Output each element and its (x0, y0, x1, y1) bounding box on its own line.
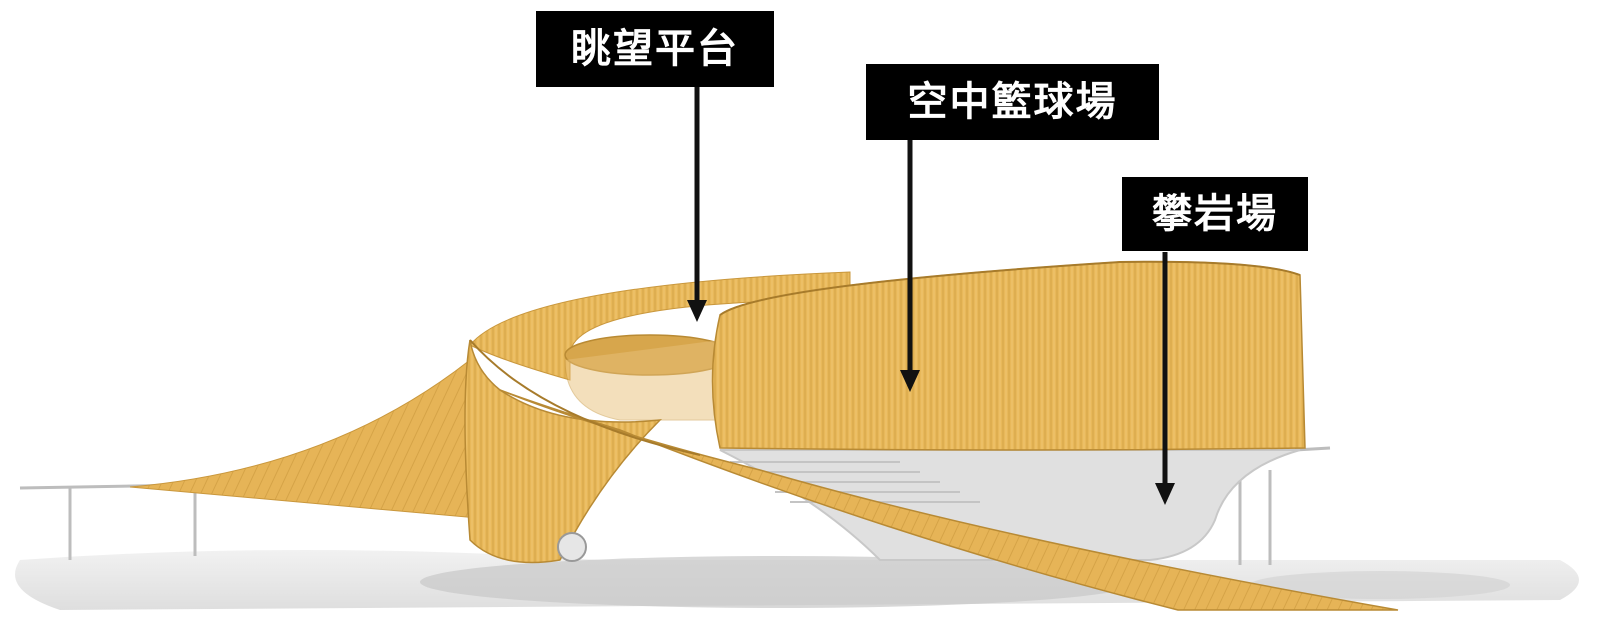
label-climbing-area-text: 攀岩場 (1152, 191, 1278, 237)
arrow-basketball-court (900, 140, 920, 392)
label-observation-deck: 眺望平台 (536, 11, 774, 87)
label-climbing-area: 攀岩場 (1122, 177, 1308, 251)
round-object (557, 532, 587, 562)
label-observation-deck-text: 眺望平台 (571, 26, 739, 72)
label-sky-basketball-court-text: 空中籃球場 (907, 79, 1118, 125)
ribbon-curl-front (464, 339, 663, 564)
arrow-climbing-area (1155, 252, 1175, 505)
label-sky-basketball-court: 空中籃球場 (866, 64, 1159, 140)
ground-plane (15, 550, 1579, 610)
ramp-ribbon (499, 389, 1399, 611)
ribbon-wing-left (129, 359, 501, 521)
arrow-observation-deck (687, 86, 707, 322)
